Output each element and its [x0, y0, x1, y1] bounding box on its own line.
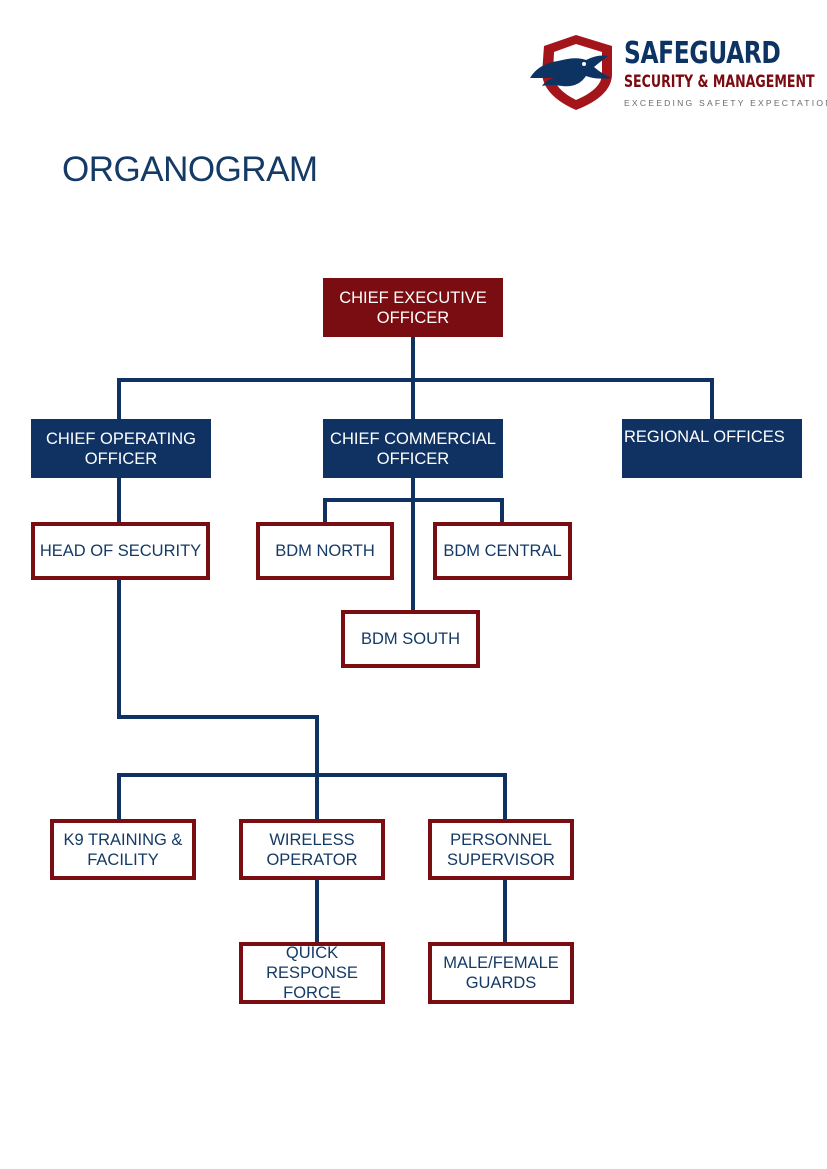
node-chief-operating-officer: CHIEF OPERATING OFFICER	[31, 419, 211, 478]
node-chief-executive-officer: CHIEF EXECUTIVE OFFICER	[323, 278, 503, 337]
node-bdm-north: BDM NORTH	[256, 522, 394, 580]
node-regional-offices: REGIONAL OFFICES	[622, 419, 802, 478]
node-k9-training-facility: K9 TRAINING & FACILITY	[50, 819, 196, 880]
node-wireless-operator: WIRELESS OPERATOR	[239, 819, 385, 880]
connector-head-security-to-units	[117, 579, 507, 819]
node-quick-response-force: QUICK RESPONSE FORCE	[239, 942, 385, 1004]
connector-cco-to-bdm	[323, 498, 504, 522]
node-male-female-guards: MALE/FEMALE GUARDS	[428, 942, 574, 1004]
node-head-of-security: HEAD OF SECURITY	[31, 522, 210, 580]
shield-eagle-icon	[530, 35, 612, 110]
node-bdm-central: BDM CENTRAL	[433, 522, 572, 580]
logo-tagline: EXCEEDING SAFETY EXPECTATIONS	[624, 98, 827, 108]
node-personnel-supervisor: PERSONNEL SUPERVISOR	[428, 819, 574, 880]
node-chief-commercial-officer: CHIEF COMMERCIAL OFFICER	[323, 419, 503, 478]
logo-subtitle: SECURITY & MANAGEMENT	[624, 72, 815, 92]
node-bdm-south: BDM SOUTH	[341, 610, 480, 668]
company-logo: SAFEGUARD SECURITY & MANAGEMENT EXCEEDIN…	[528, 34, 827, 112]
logo-brand: SAFEGUARD	[624, 36, 781, 71]
page-title: ORGANOGRAM	[62, 150, 318, 189]
